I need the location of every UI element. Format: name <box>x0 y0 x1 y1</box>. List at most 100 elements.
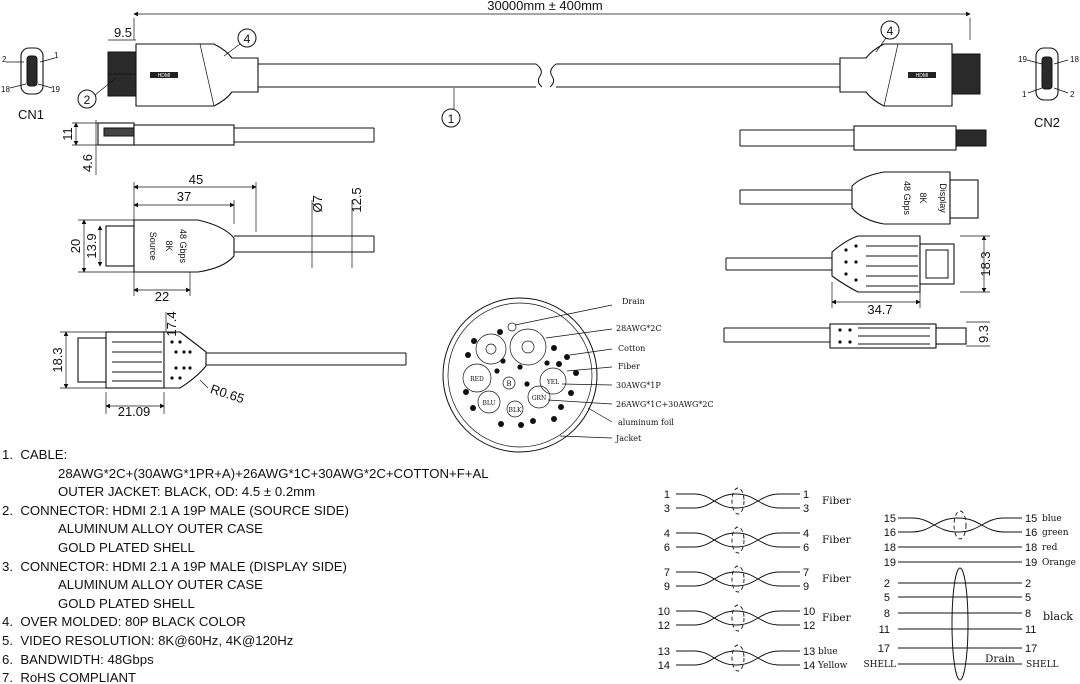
svg-text:2: 2 <box>1070 90 1075 99</box>
pin-number: 7 <box>803 567 809 579</box>
svg-text:28AWG*2C: 28AWG*2C <box>616 324 661 333</box>
wire <box>676 650 800 666</box>
cn1-face: 2 1 18 19 CN1 <box>1 47 60 122</box>
wire <box>676 532 800 548</box>
wire <box>676 493 800 509</box>
svg-text:BLU: BLU <box>482 400 495 407</box>
note-2: 2. CONNECTOR: HDMI 2.1 A 19P MALE (SOURC… <box>2 502 349 518</box>
svg-text:22: 22 <box>155 289 169 304</box>
wiring-diagram-left: 1313Fiber4646Fiber7979Fiber10121012Fiber… <box>658 487 852 672</box>
svg-text:YEL: YEL <box>546 379 559 386</box>
wire-label: blue <box>818 647 838 657</box>
svg-text:2: 2 <box>84 93 91 107</box>
note-5: 5. VIDEO RESOLUTION: 8K@60Hz, 4K@120Hz <box>2 632 294 648</box>
wire <box>898 517 1022 533</box>
pin-number: 7 <box>664 567 670 579</box>
pin-number: 13 <box>803 646 815 658</box>
svg-text:11: 11 <box>60 127 75 141</box>
svg-text:19: 19 <box>1018 55 1027 64</box>
svg-text:19: 19 <box>51 85 60 94</box>
wire-label: Fiber <box>822 612 852 624</box>
drain-bundle-ring <box>951 567 969 681</box>
wire-label: Fiber <box>822 534 852 546</box>
svg-text:30AWG*1P: 30AWG*1P <box>616 381 661 390</box>
pin-number: 1 <box>664 489 670 501</box>
svg-text:18.3: 18.3 <box>978 251 993 276</box>
svg-text:20: 20 <box>68 239 83 253</box>
svg-text:Drain: Drain <box>622 297 645 306</box>
wire <box>676 610 800 626</box>
wire <box>676 532 800 548</box>
pin-number: 18 <box>1025 542 1037 554</box>
pin-number: 5 <box>1025 592 1031 604</box>
svg-text:34.7: 34.7 <box>867 302 892 317</box>
pin-number: 8 <box>1025 608 1031 620</box>
svg-text:9.3: 9.3 <box>976 325 991 343</box>
pin-number: 9 <box>803 581 809 593</box>
svg-text:Cotton: Cotton <box>618 344 645 353</box>
svg-text:45: 45 <box>189 172 203 187</box>
pin-number: 18 <box>884 542 896 554</box>
svg-text:48 Gbps: 48 Gbps <box>902 181 912 216</box>
pin-number: 11 <box>879 624 890 636</box>
shield-ring <box>731 565 745 593</box>
left-molded-view: 18.3 17.4 21.09 R0.65 <box>50 311 407 419</box>
svg-text:Ø7: Ø7 <box>310 195 325 212</box>
drain-label: Drain <box>985 653 1015 665</box>
pin-number: 11 <box>1025 624 1036 636</box>
notes-list: 1. CABLE: 28AWG*2C+(30AWG*1PR+A)+26AWG*1… <box>2 446 562 684</box>
pin-number: 15 <box>1025 513 1037 525</box>
wire-label: blue <box>1042 514 1062 524</box>
pin-number: 9 <box>664 581 670 593</box>
svg-text:Source: Source <box>148 232 158 261</box>
wire-label: Orange <box>1042 558 1076 568</box>
svg-text:BLK: BLK <box>509 407 522 414</box>
pin-number: 6 <box>664 542 670 554</box>
shield-ring <box>731 604 745 632</box>
svg-text:1: 1 <box>448 112 455 126</box>
svg-text:48 Gbps: 48 Gbps <box>178 229 188 264</box>
svg-text:4: 4 <box>887 24 894 38</box>
left-plug-top: HDMI 9.5 4 2 <box>77 25 259 109</box>
pin-number: 16 <box>884 527 896 539</box>
svg-text:8K: 8K <box>164 240 174 251</box>
right-bottom-view: 9.3 <box>723 321 991 349</box>
pin-number: 2 <box>1025 578 1031 590</box>
cn2-label: CN2 <box>1034 115 1060 130</box>
svg-text:HDMI: HDMI <box>916 73 929 79</box>
cn2-face: 19 18 1 2 CN2 <box>1018 47 1079 130</box>
pin-number: 10 <box>658 606 670 618</box>
note-6: 6. BANDWIDTH: 48Gbps <box>2 651 154 667</box>
wire-label: green <box>1042 528 1069 538</box>
note-1: 1. CABLE: <box>2 447 68 462</box>
svg-text:RED: RED <box>470 376 484 383</box>
pin-number: 10 <box>803 606 815 618</box>
pin-number: 16 <box>1025 527 1037 539</box>
left-side-view: 11 4.6 <box>60 120 375 175</box>
pin-number: 5 <box>884 592 890 604</box>
pin-number: 4 <box>803 528 809 540</box>
svg-text:37: 37 <box>177 189 191 204</box>
right-molded-view: 18.3 34.7 <box>725 235 993 317</box>
display-side-view: Display 8K 48 Gbps <box>739 171 979 225</box>
svg-text:26AWG*1C+30AWG*2C: 26AWG*1C+30AWG*2C <box>616 400 714 409</box>
shield-ring <box>731 644 745 672</box>
pin-number: 2 <box>884 578 890 590</box>
shell-label: SHELL <box>863 660 896 670</box>
wire <box>676 650 800 666</box>
wire-label: Fiber <box>822 573 852 585</box>
pin-number: 3 <box>664 503 670 515</box>
svg-text:R0.65: R0.65 <box>209 381 247 406</box>
note-4: 4. OVER MOLDED: 80P BLACK COLOR <box>2 614 246 630</box>
svg-text:Jacket: Jacket <box>615 434 642 443</box>
wire-pair: 7 9 7 9 Fiber <box>664 565 852 593</box>
svg-text:17.4: 17.4 <box>164 311 179 336</box>
wire-label: Fiber <box>822 495 852 507</box>
pin-number: 14 <box>803 660 815 672</box>
cn1-label: CN1 <box>18 107 44 122</box>
pin-number: 13 <box>658 646 670 658</box>
